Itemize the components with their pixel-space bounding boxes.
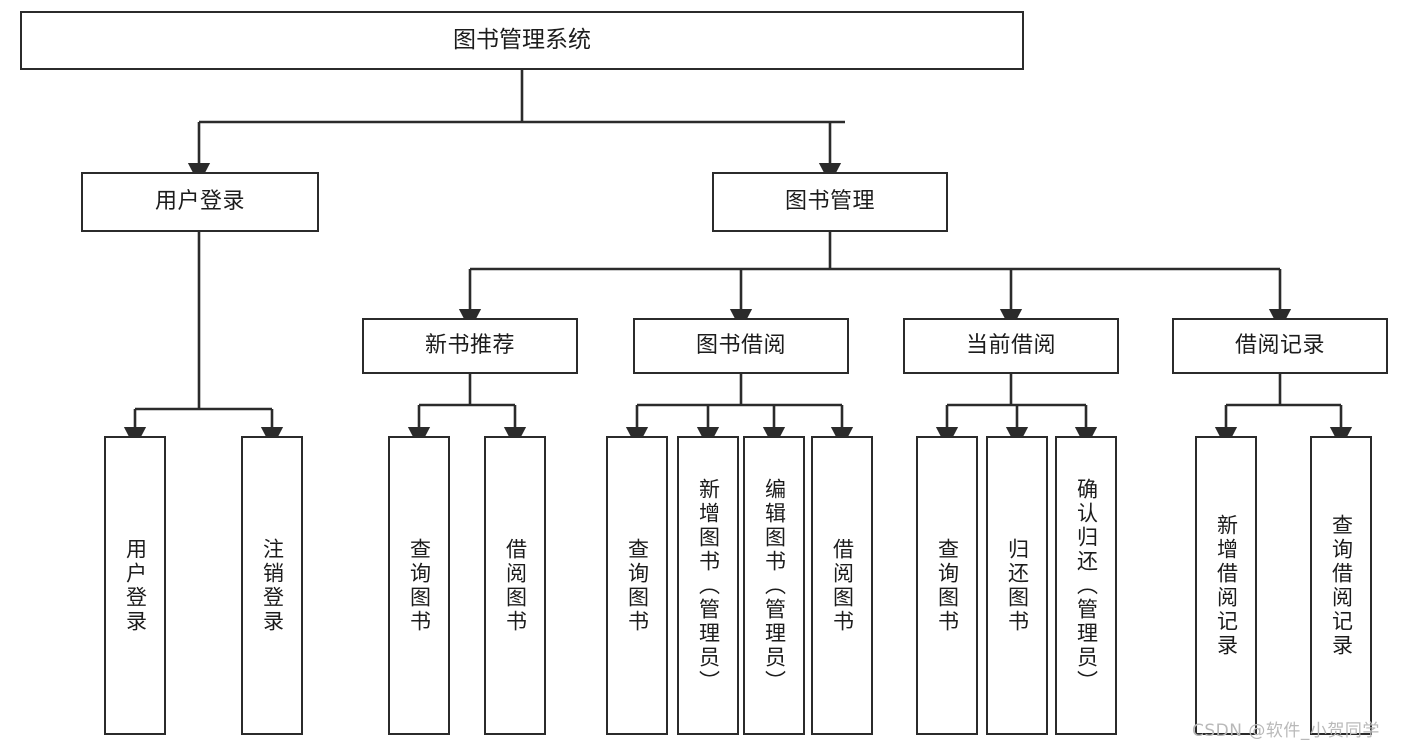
node-leaf-query-book-3[interactable]: 查询图书 xyxy=(916,436,978,735)
node-label: 借阅记录 xyxy=(1234,333,1325,359)
node-label: 编辑图书（管理员） xyxy=(762,477,787,694)
node-label: 查询图书 xyxy=(625,537,650,634)
node-leaf-return-book[interactable]: 归还图书 xyxy=(986,436,1048,735)
node-label: 借阅图书 xyxy=(503,537,528,634)
node-label: 图书借阅 xyxy=(695,333,786,359)
node-leaf-user-login-do[interactable]: 用户登录 xyxy=(104,436,166,735)
node-label: 图书管理 xyxy=(784,189,875,215)
node-label: 图书管理系统 xyxy=(453,26,591,53)
node-label: 查询图书 xyxy=(935,537,960,634)
node-current-borrowing[interactable]: 当前借阅 xyxy=(903,318,1119,374)
node-leaf-edit-book-admin[interactable]: 编辑图书（管理员） xyxy=(743,436,805,735)
node-label: 查询图书 xyxy=(407,537,432,634)
node-leaf-query-book-1[interactable]: 查询图书 xyxy=(388,436,450,735)
node-new-book-recommend[interactable]: 新书推荐 xyxy=(362,318,578,374)
node-leaf-borrow-book-2[interactable]: 借阅图书 xyxy=(811,436,873,735)
node-leaf-user-logout[interactable]: 注销登录 xyxy=(241,436,303,735)
node-label: 用户登录 xyxy=(123,537,148,634)
node-leaf-query-borrow-record[interactable]: 查询借阅记录 xyxy=(1310,436,1372,735)
node-leaf-add-book-admin[interactable]: 新增图书（管理员） xyxy=(677,436,739,735)
node-book-management[interactable]: 图书管理 xyxy=(712,172,948,232)
csdn-watermark: CSDN @软件_小贺同学 xyxy=(1192,721,1380,741)
node-label: 新书推荐 xyxy=(424,333,515,359)
node-label: 查询借阅记录 xyxy=(1329,513,1354,658)
node-borrow-records[interactable]: 借阅记录 xyxy=(1172,318,1388,374)
node-label: 归还图书 xyxy=(1005,537,1030,634)
node-leaf-confirm-return-admin[interactable]: 确认归还（管理员） xyxy=(1055,436,1117,735)
node-label: 新增图书（管理员） xyxy=(696,477,721,694)
node-label: 当前借阅 xyxy=(965,333,1056,359)
node-leaf-borrow-book-1[interactable]: 借阅图书 xyxy=(484,436,546,735)
node-label: 借阅图书 xyxy=(830,537,855,634)
node-label: 用户登录 xyxy=(154,189,245,215)
node-root-system[interactable]: 图书管理系统 xyxy=(20,11,1024,70)
node-label: 新增借阅记录 xyxy=(1214,513,1239,658)
node-label: 注销登录 xyxy=(260,537,285,634)
node-user-login[interactable]: 用户登录 xyxy=(81,172,319,232)
node-label: 确认归还（管理员） xyxy=(1074,477,1099,694)
node-book-borrowing[interactable]: 图书借阅 xyxy=(633,318,849,374)
node-leaf-add-borrow-record[interactable]: 新增借阅记录 xyxy=(1195,436,1257,735)
node-leaf-query-book-2[interactable]: 查询图书 xyxy=(606,436,668,735)
